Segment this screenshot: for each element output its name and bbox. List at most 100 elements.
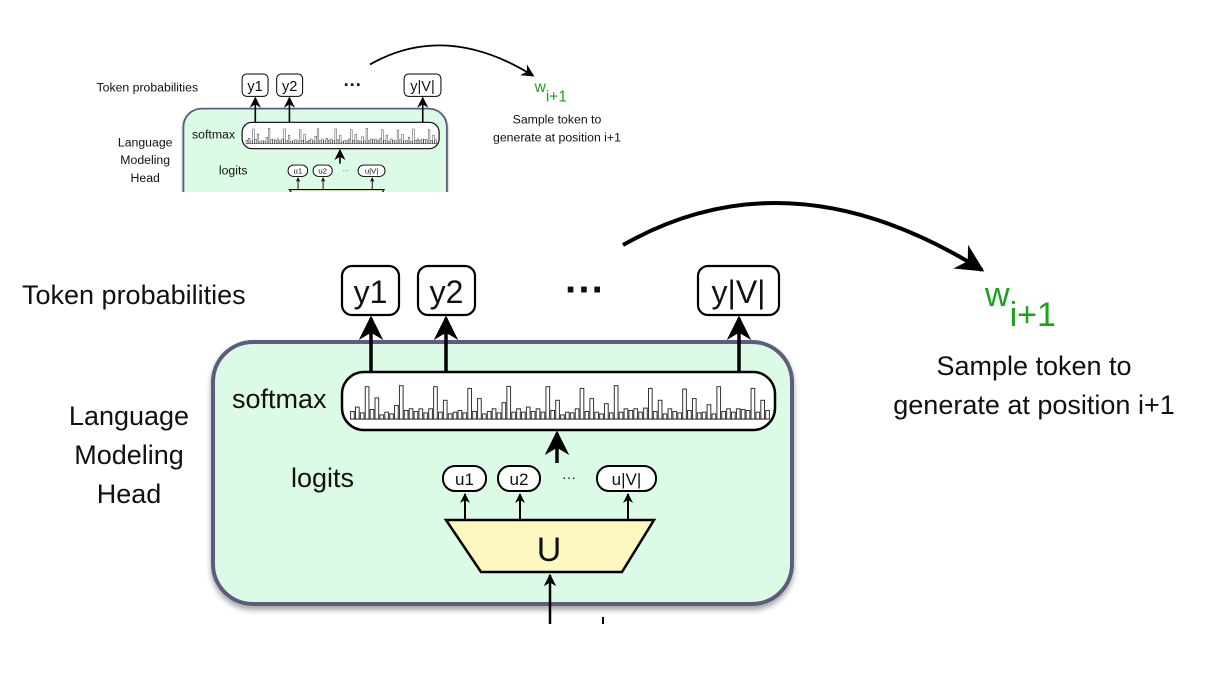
softmax-bar [604, 403, 609, 420]
unembedding-matrix-U-body [443, 518, 657, 574]
softmax-bar [438, 411, 443, 420]
logits-ellipsis: ··· [562, 469, 576, 485]
softmax-bar [350, 411, 355, 420]
softmax-bar [755, 411, 761, 420]
softmax-bar [369, 408, 375, 420]
softmax-distribution [350, 385, 770, 420]
softmax-bar [726, 408, 731, 420]
softmax-bar [677, 412, 682, 420]
softmax-bar [540, 411, 546, 420]
softmax-bar [491, 408, 497, 420]
softmax-bar [521, 411, 526, 420]
sampled-token: wi+1 [984, 276, 1056, 334]
softmax-bar [486, 411, 492, 420]
softmax-bar [623, 408, 629, 420]
softmax-bar [423, 412, 429, 420]
output-y2: y2 [416, 264, 477, 317]
logit-u1: u1 [442, 465, 487, 492]
softmax-bar [428, 408, 433, 420]
logit-uV: u|V| [596, 465, 657, 492]
softmax-bar [648, 387, 653, 420]
softmax-bar [496, 412, 502, 420]
softmax-bar [389, 413, 394, 420]
softmax-bar [579, 387, 585, 420]
softmax-bar [472, 411, 477, 420]
softmax-bar [398, 385, 404, 420]
softmax-bar [643, 407, 648, 420]
softmax-bar [442, 399, 448, 420]
softmax-bar [672, 411, 678, 420]
logit-u1-label: u1 [455, 470, 474, 489]
softmax-bar [457, 410, 463, 420]
lm-head-label-line3: Head [97, 479, 162, 509]
softmax-bar [452, 411, 458, 420]
softmax-bar [740, 408, 746, 420]
logit-uV-label: u|V| [612, 470, 642, 489]
output-y1: y1 [340, 264, 401, 317]
softmax-bar [379, 414, 385, 420]
softmax-bar [628, 410, 634, 420]
softmax-bar [633, 408, 639, 420]
outputs-ellipsis: ··· [565, 268, 605, 312]
softmax-bar [413, 411, 419, 420]
unembedding-label: U [537, 531, 562, 569]
softmax-bar [418, 408, 424, 420]
softmax-bar [594, 411, 599, 420]
softmax-bar [511, 411, 516, 420]
output-y1-label: y1 [354, 274, 388, 310]
logit-u2-label: u2 [510, 470, 529, 489]
softmax-bar [481, 413, 487, 420]
softmax-bar [608, 412, 614, 420]
softmax-bar [652, 411, 658, 420]
softmax-bar [364, 386, 370, 420]
logit-u2: u2 [497, 465, 541, 492]
softmax-bar [574, 408, 580, 420]
output-y2-label: y2 [430, 274, 464, 310]
softmax-bar [433, 386, 438, 420]
softmax-bar [589, 398, 595, 420]
output-yV: y|V| [696, 264, 781, 317]
softmax-bar [501, 402, 507, 420]
softmax-bar [545, 386, 551, 420]
softmax-bar [731, 411, 736, 420]
softmax-bar [467, 387, 472, 420]
softmax-bar [599, 413, 604, 420]
softmax-bar [584, 411, 590, 420]
softmax-bar [657, 399, 663, 420]
softmax-bar [706, 404, 712, 420]
softmax-bar [760, 399, 766, 420]
softmax-bar [638, 411, 643, 420]
softmax-bar [691, 398, 697, 420]
softmax-bar [535, 408, 541, 420]
sampled-token-subscript: i+1 [1010, 296, 1056, 334]
softmax-bar [682, 388, 687, 420]
softmax-bar [394, 404, 399, 420]
lm-head-label-line2: Modeling [74, 440, 184, 470]
softmax-bar [384, 411, 389, 420]
softmax-bar [408, 408, 414, 420]
softmax-bar [569, 412, 575, 420]
softmax-bar [667, 408, 673, 420]
sampling-arrow [622, 201, 985, 272]
token-probabilities-label: Token probabilities [22, 280, 246, 310]
softmax-bar [618, 411, 624, 420]
lm-head-label-line1: Language [69, 401, 189, 431]
softmax-bar [374, 397, 380, 420]
softmax-bar [701, 411, 707, 420]
softmax-bar [745, 410, 751, 420]
softmax-bar [711, 413, 717, 420]
softmax-bar [765, 410, 770, 420]
softmax-bar [447, 413, 453, 420]
softmax-bar [354, 406, 360, 420]
softmax-bar [530, 411, 536, 420]
thumbnail-diagram [97, 45, 622, 237]
softmax-bar [662, 413, 668, 420]
softmax-bar [560, 414, 565, 420]
softmax-bar [506, 385, 512, 420]
softmax-bar [613, 385, 619, 420]
softmax-bar [750, 387, 756, 420]
softmax-bar [525, 406, 531, 420]
logits-label: logits [291, 463, 354, 493]
lm-head-diagram: Token probabilities Language Modeling He… [22, 201, 1175, 624]
